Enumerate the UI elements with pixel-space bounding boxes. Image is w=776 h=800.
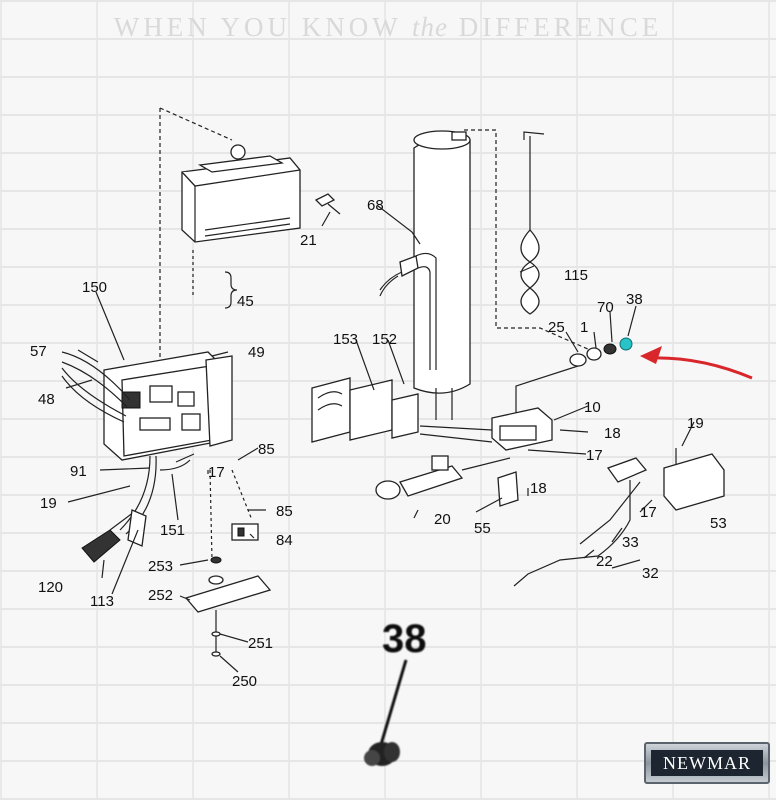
callout-252: 252: [148, 587, 173, 604]
callout-10: 10: [584, 399, 601, 416]
ignitor-assembly-33: [513, 457, 648, 587]
wire-harness-57-48: [61, 351, 131, 423]
callout-25: 25: [548, 319, 565, 336]
callout-57: 57: [30, 343, 47, 360]
access-door-53: [663, 453, 725, 511]
callout-38: 38: [626, 291, 643, 308]
callout-18-lower: 18: [530, 480, 547, 497]
callout-21: 21: [300, 232, 317, 249]
dashed-leader-tank: [464, 129, 591, 351]
callout-113: 113: [90, 593, 114, 610]
callout-251: 251: [248, 635, 273, 652]
burner-assembly-10: [419, 407, 553, 451]
callout-85-upper: 85: [258, 441, 275, 458]
callout-85-lower: 85: [276, 503, 293, 520]
callout-20: 20: [434, 511, 451, 528]
part-38-highlight: [619, 337, 633, 351]
callout-151: 151: [160, 522, 185, 539]
callout-84: 84: [276, 532, 293, 549]
newmar-logo: NEWMAR: [644, 742, 770, 784]
callout-45: 45: [237, 293, 254, 310]
callout-19-right: 19: [687, 415, 704, 432]
callout-55: 55: [474, 520, 491, 537]
callout-48: 48: [38, 391, 55, 408]
gas-valve-20: [375, 455, 511, 500]
tagline: WHEN YOU KNOW the DIFFERENCE: [0, 12, 776, 43]
bracket-152-153: [311, 377, 419, 443]
tagline-part-a: WHEN YOU KNOW: [113, 12, 402, 42]
tank: [413, 130, 471, 420]
callout-32: 32: [642, 565, 659, 582]
brace-45: [224, 271, 238, 309]
callout-18-upper: 18: [604, 425, 621, 442]
detail-label-38: 38: [382, 617, 427, 661]
callout-115: 115: [564, 267, 588, 284]
callout-1: 1: [580, 319, 588, 336]
callout-17-right: 17: [640, 504, 657, 521]
callout-150: 150: [82, 279, 107, 296]
callout-33: 33: [622, 534, 639, 551]
callout-152: 152: [372, 331, 397, 348]
callout-250: 250: [232, 673, 257, 690]
callout-17-upper: 17: [586, 447, 603, 464]
circuit-board: [103, 351, 233, 461]
red-pointer-arrow: [647, 356, 753, 380]
detail-part-38: [364, 659, 408, 766]
callout-120: 120: [38, 579, 63, 596]
newmar-logo-text: NEWMAR: [651, 750, 763, 776]
callout-19-left: 19: [40, 495, 57, 512]
tagline-part-b: the: [411, 12, 448, 42]
bracket-55: [497, 471, 519, 507]
control-housing: [181, 144, 301, 243]
callout-91: 91: [70, 463, 87, 480]
anode-115: [520, 131, 545, 315]
power-cord-120: [81, 509, 147, 563]
callout-68: 68: [367, 197, 384, 214]
mounting-plate-252: [184, 556, 272, 613]
callout-17-left: 17: [208, 464, 225, 481]
callout-253: 253: [148, 558, 173, 575]
callout-70: 70: [597, 299, 614, 316]
callout-22: 22: [596, 553, 613, 570]
callout-49: 49: [248, 344, 265, 361]
screw-21: [314, 193, 341, 215]
screw-250: [211, 610, 221, 657]
callout-53: 53: [710, 515, 727, 532]
heating-element-68: [379, 252, 437, 370]
callout-153: 153: [333, 331, 358, 348]
tagline-part-c: DIFFERENCE: [458, 12, 663, 42]
fitting-stack: [569, 337, 633, 367]
